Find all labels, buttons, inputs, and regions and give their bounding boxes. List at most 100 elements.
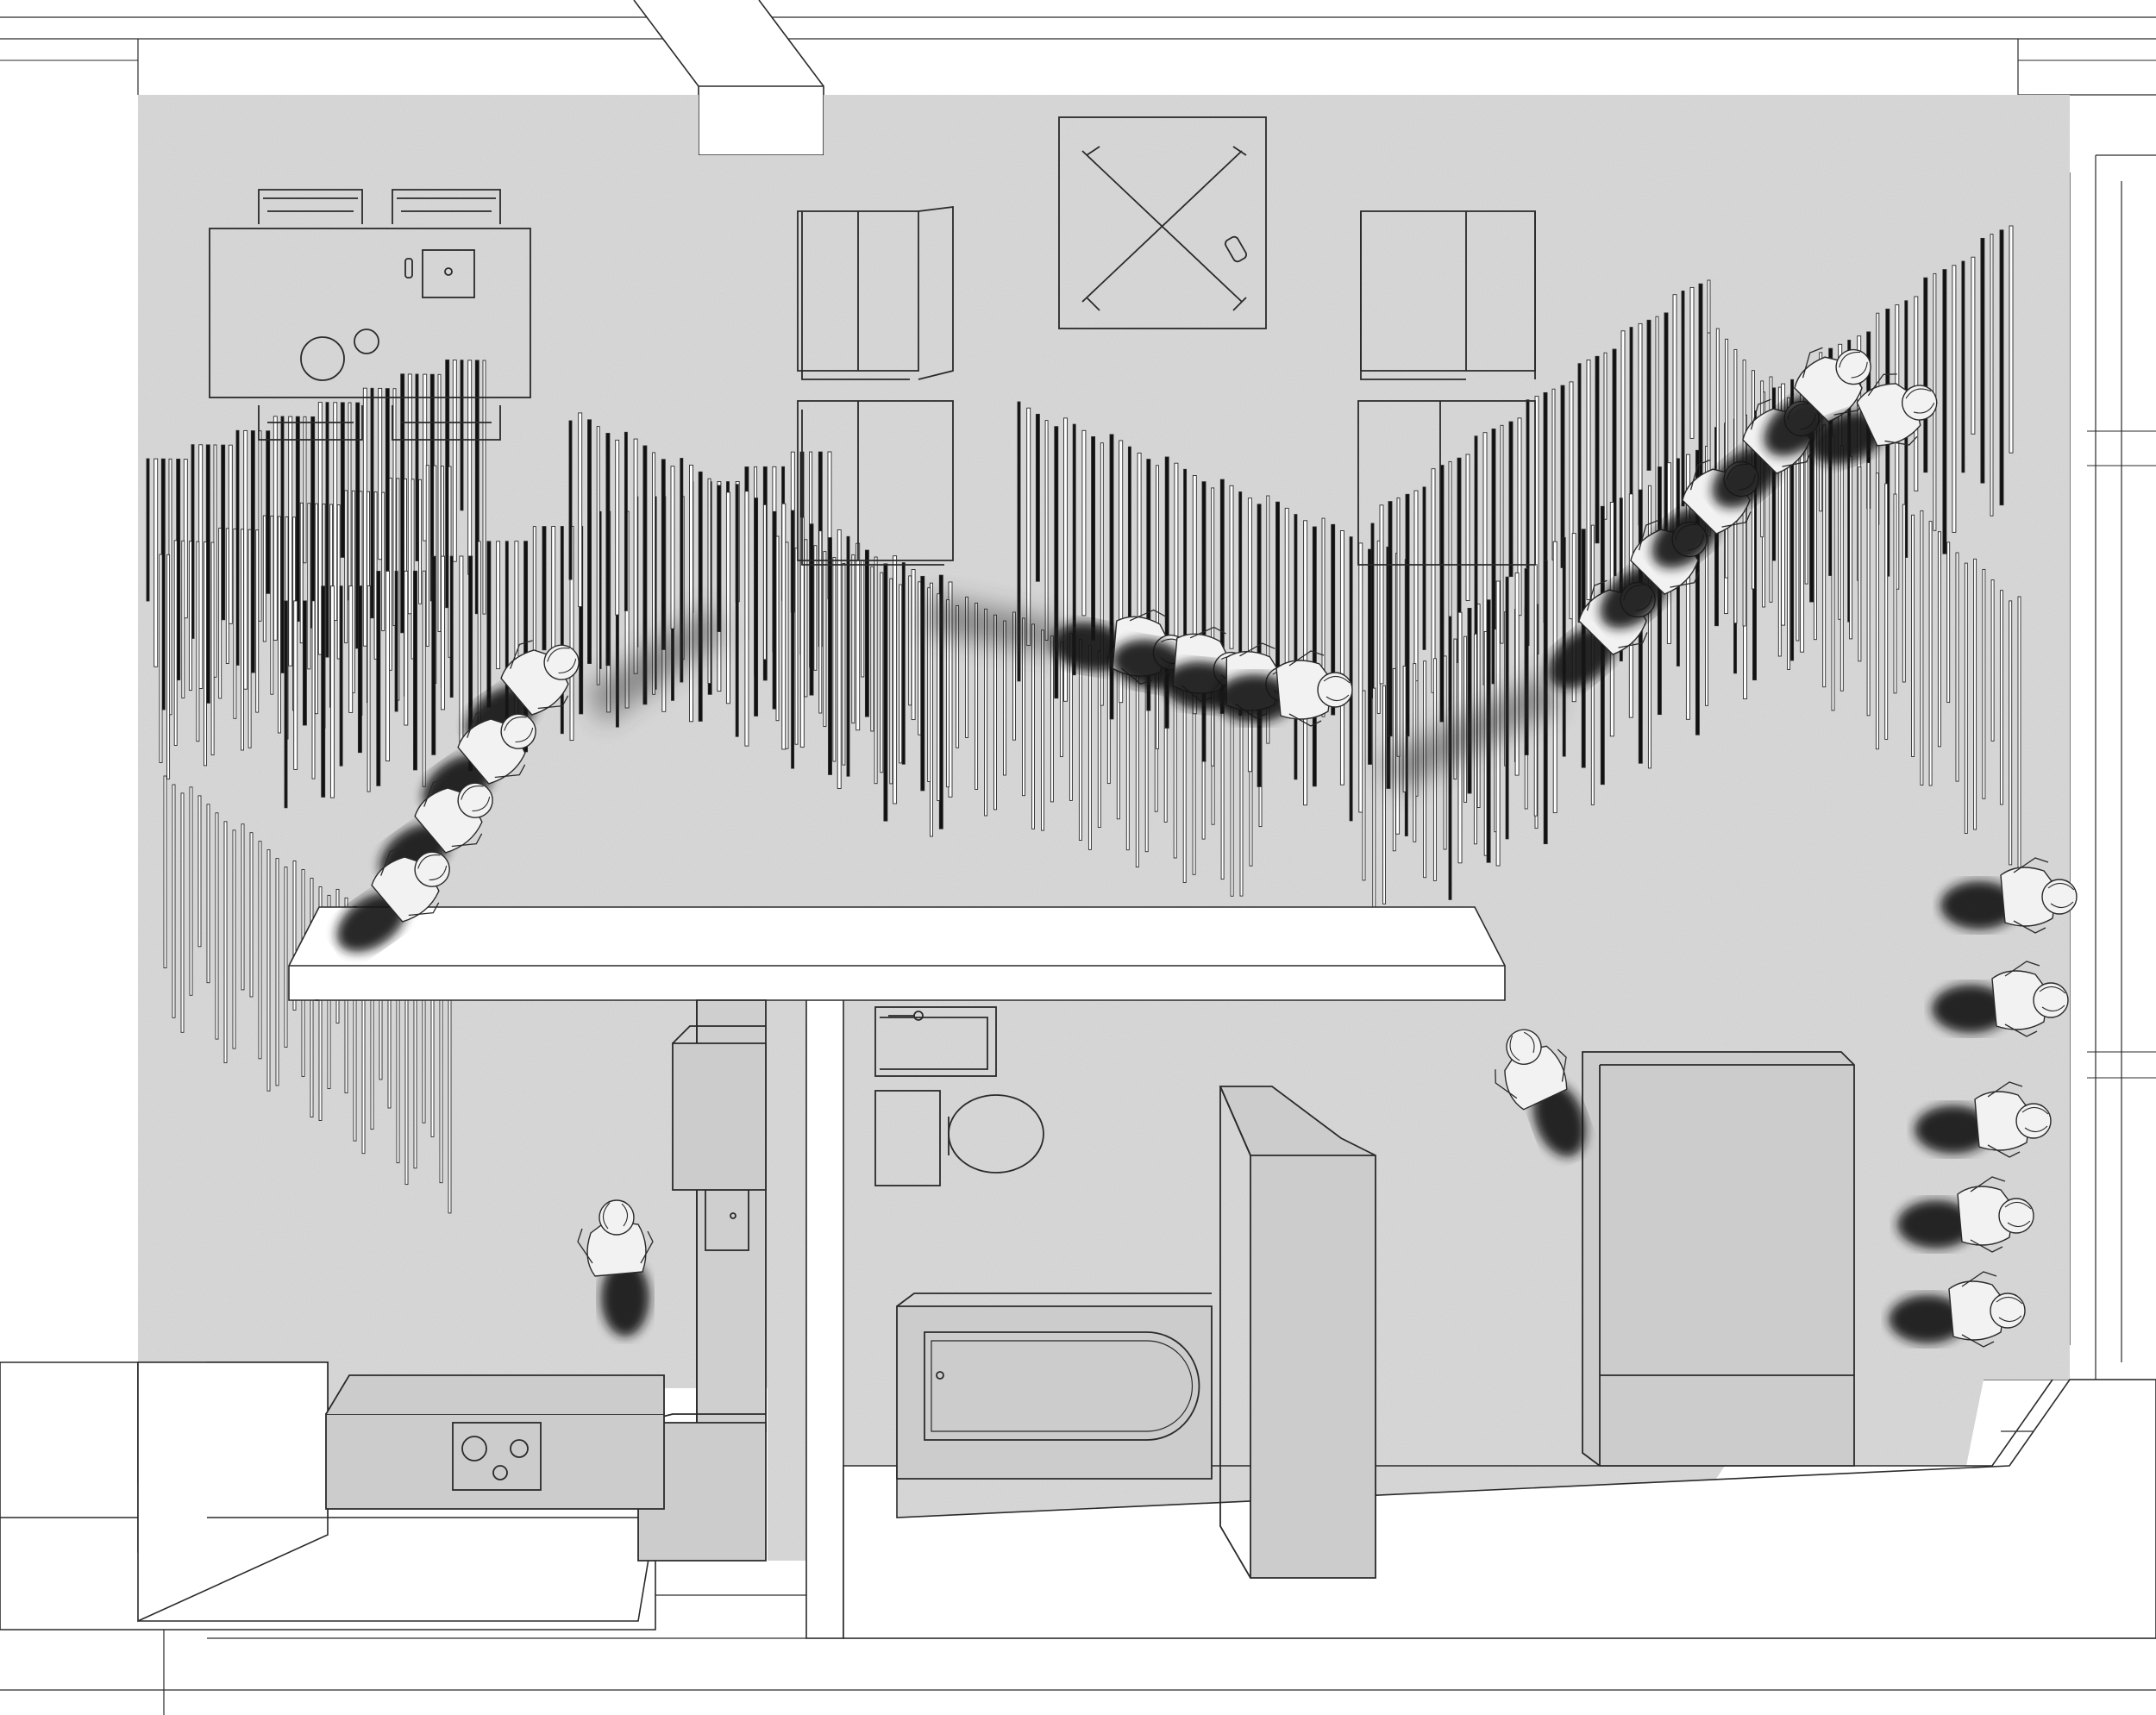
- slat-rod: [1050, 635, 1054, 803]
- slat-rod: [460, 360, 464, 511]
- slat-rod: [284, 600, 288, 809]
- slat-rod: [180, 792, 185, 1033]
- person-figure: [1495, 1029, 1586, 1157]
- slat-rod: [188, 541, 192, 692]
- slat-rod: [1072, 423, 1076, 676]
- slat-rod: [1500, 424, 1504, 644]
- slat-rod: [1999, 590, 2003, 805]
- shadow: [1889, 1295, 1966, 1343]
- slat-rod: [1035, 413, 1040, 582]
- slat-rod: [1321, 517, 1326, 717]
- person-head: [543, 644, 580, 680]
- slat-rod: [437, 373, 442, 632]
- slat-rod: [204, 541, 207, 767]
- figures-left-sequence: [336, 640, 580, 953]
- slat-rod: [1612, 348, 1617, 577]
- slat-rod: [918, 581, 922, 735]
- slat-rod: [449, 555, 454, 698]
- slat-rod: [215, 812, 219, 1040]
- slat-rod: [624, 431, 628, 611]
- slat-rod: [1895, 304, 1900, 590]
- slat-rod: [1569, 381, 1574, 620]
- slat-rod: [823, 551, 827, 728]
- slat-rod: [1026, 407, 1031, 646]
- slat-rod: [423, 373, 428, 541]
- sink: [874, 1006, 997, 1077]
- slat-rod: [804, 539, 808, 698]
- slat-band: [146, 359, 486, 716]
- slat-rod: [1982, 568, 1986, 799]
- bathtub: [896, 1293, 1213, 1480]
- person-figure: [1940, 857, 2078, 934]
- slat-rod: [1884, 483, 1889, 740]
- slat-rod: [1603, 352, 1608, 520]
- shadow: [1651, 506, 1720, 569]
- slat-rod: [642, 445, 648, 705]
- slat-rod: [250, 430, 255, 673]
- dining-chair: [392, 405, 501, 441]
- person-figure: [336, 847, 450, 953]
- slat-rod: [2017, 596, 2021, 872]
- slat-rod: [348, 585, 354, 713]
- slat-rod: [154, 458, 159, 667]
- slat-rod: [809, 523, 814, 696]
- slat-band: [775, 535, 1263, 897]
- slat-rod: [1382, 685, 1386, 904]
- person-head: [1317, 672, 1353, 708]
- slat-rod: [241, 529, 244, 751]
- slat-rod: [225, 528, 229, 664]
- slat-rod: [275, 858, 279, 1086]
- slat-rod: [717, 485, 722, 632]
- slat-rod: [615, 439, 620, 616]
- slat-rod: [1725, 338, 1729, 579]
- slat-rod: [1685, 454, 1690, 720]
- slat-rod: [1370, 523, 1375, 699]
- slat-rod: [415, 373, 419, 561]
- slat-rod: [292, 861, 297, 1011]
- slat-rod: [1266, 495, 1270, 744]
- slat-rod: [1508, 421, 1514, 578]
- slat-rod: [307, 503, 311, 670]
- slat-rod: [523, 541, 529, 753]
- slat-rod: [299, 502, 304, 644]
- slat-rod: [1769, 376, 1773, 603]
- shadow: [1712, 446, 1780, 509]
- slat-rod: [303, 416, 307, 564]
- person-figure: [1932, 961, 2069, 1037]
- slat-rod: [1229, 485, 1234, 649]
- slat-rod: [794, 548, 799, 745]
- slat-rod: [596, 426, 600, 685]
- slat-rod: [1474, 435, 1478, 648]
- slat-rod: [1156, 465, 1159, 749]
- slat-rod: [1312, 526, 1317, 787]
- slat-rod: [270, 516, 274, 695]
- slat-rod: [452, 360, 457, 562]
- shadow: [1809, 411, 1885, 465]
- slat-rod: [1091, 436, 1096, 641]
- slat-rod: [1514, 572, 1520, 776]
- slat-rod: [1388, 501, 1393, 737]
- slat-band: [568, 412, 953, 837]
- slat-rod: [146, 458, 150, 602]
- slat-rod: [1119, 440, 1124, 704]
- shadow: [1548, 627, 1616, 690]
- slat-rod: [1031, 623, 1035, 829]
- slat-rod: [661, 459, 666, 650]
- person-figure: [1889, 1271, 2026, 1348]
- person-head: [1990, 1293, 2026, 1329]
- slat-rod: [1911, 514, 1915, 757]
- person-head: [414, 851, 450, 887]
- armchair-top-right: [1360, 210, 1536, 380]
- slat-rod: [1135, 660, 1139, 867]
- slat-rod: [1517, 417, 1522, 617]
- slat-rod: [975, 602, 979, 790]
- slat-rod: [1087, 644, 1092, 850]
- slat-rod: [1063, 417, 1068, 702]
- slat-rod: [560, 526, 564, 735]
- slat-rod: [856, 542, 861, 731]
- slat-rod: [159, 554, 163, 763]
- slat-rod: [1839, 445, 1844, 692]
- slat-rod: [486, 541, 492, 708]
- slat-rod: [339, 585, 343, 767]
